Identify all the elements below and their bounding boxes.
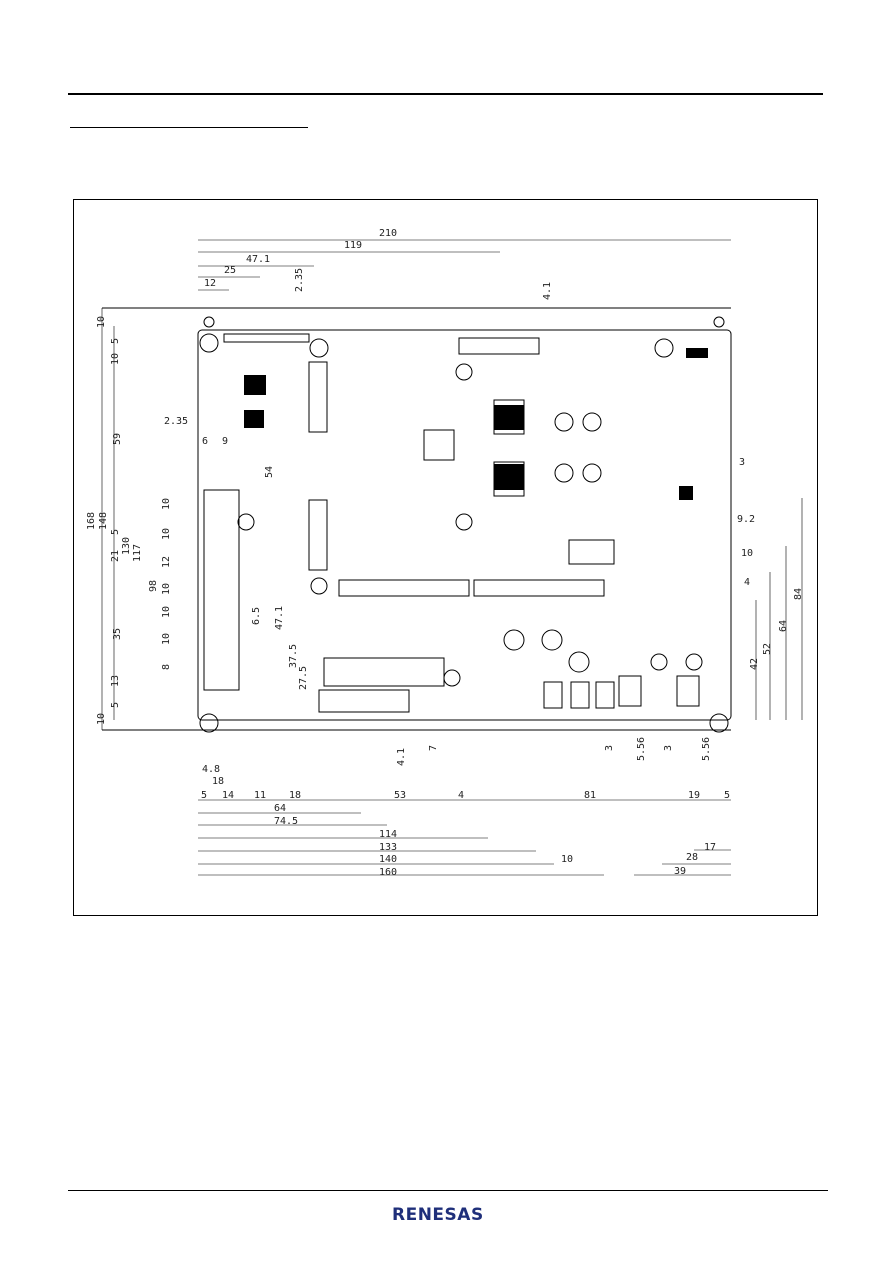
bottom-dimension-label: 140	[379, 854, 397, 865]
left-dimension-label: 35	[112, 628, 123, 640]
left-dimension-label: 98	[148, 580, 159, 592]
right-dimension-label: 10	[741, 548, 753, 559]
left-dimension-label: 5	[110, 338, 121, 344]
section-heading-underline	[70, 127, 308, 128]
bottom-dimension-label: 3	[604, 745, 615, 751]
top-dimension-label: 4.1	[542, 282, 553, 300]
bottom-dimension-label: 81	[584, 790, 596, 801]
bottom-dimension-label: 3	[663, 745, 674, 751]
bottom-dimension-label: 64	[274, 803, 286, 814]
left-dimension-label: 10	[161, 606, 172, 618]
bottom-dimension-label: 17	[704, 842, 716, 853]
bottom-dimension-label: 53	[394, 790, 406, 801]
right-dimension-label: 3	[739, 457, 745, 468]
bottom-dimension-label: 5.56	[636, 737, 647, 761]
right-dimension-label: 9.2	[737, 514, 755, 525]
top-dimension-label: 25	[224, 265, 236, 276]
left-dimension-label: 5	[110, 702, 121, 708]
bottom-dimension-label: 18	[289, 790, 301, 801]
left-dimension-label: 5	[110, 529, 121, 535]
header-rule	[68, 93, 823, 95]
bottom-dimension-label: 28	[686, 852, 698, 863]
pcb-board-outline	[197, 329, 732, 721]
right-dimension-label: 84	[793, 588, 804, 600]
left-dimension-label: 21	[110, 550, 121, 562]
bottom-dimension-label: 11	[254, 790, 266, 801]
left-dimension-label: 117	[132, 544, 143, 562]
left-dimension-label: 9	[222, 436, 228, 447]
left-dimension-label: 10	[161, 633, 172, 645]
left-dimension-label: 54	[264, 466, 275, 478]
top-dimension-label: 2.35	[294, 268, 305, 292]
bottom-dimension-label: 133	[379, 842, 397, 853]
bottom-dimension-label: 18	[212, 776, 224, 787]
bottom-dimension-label: 4	[458, 790, 464, 801]
left-dimension-label: 37.5	[288, 644, 299, 668]
footer-rule	[68, 1190, 828, 1191]
renesas-logo: RENESAS	[392, 1205, 502, 1227]
left-dimension-label: 12	[161, 556, 172, 568]
left-dimension-label: 2.35	[164, 416, 188, 427]
right-dimension-label: 42	[749, 658, 760, 670]
top-dimension-label: 210	[379, 228, 397, 239]
left-dimension-label: 148	[98, 512, 109, 530]
bottom-dimension-label: 5.56	[701, 737, 712, 761]
left-dimension-label: 13	[110, 675, 121, 687]
left-dimension-label: 10	[96, 713, 107, 725]
right-dimension-label: 64	[778, 620, 789, 632]
bottom-dimension-label: 19	[688, 790, 700, 801]
bottom-dimension-label: 5	[724, 790, 730, 801]
right-dimension-label: 4	[744, 577, 750, 588]
bottom-dimension-label: 114	[379, 829, 397, 840]
left-dimension-label: 168	[86, 512, 97, 530]
left-dimension-label: 10	[161, 528, 172, 540]
left-dimension-label: 10	[161, 583, 172, 595]
bottom-dimension-label: 4.8	[202, 764, 220, 775]
left-dimension-label: 6.5	[251, 607, 262, 625]
bottom-dimension-label: 14	[222, 790, 234, 801]
left-dimension-label: 8	[161, 664, 172, 670]
top-dimension-label: 47.1	[246, 254, 270, 265]
bottom-dimension-label: 74.5	[274, 816, 298, 827]
bottom-dimension-label: 160	[379, 867, 397, 878]
bottom-dimension-label: 4.1	[396, 748, 407, 766]
left-dimension-label: 47.1	[274, 606, 285, 630]
top-dimension-label: 12	[204, 278, 216, 289]
bottom-dimension-label: 39	[674, 866, 686, 877]
bottom-dimension-label: 7	[428, 745, 439, 751]
bottom-dimension-label: 5	[201, 790, 207, 801]
left-dimension-label: 10	[161, 498, 172, 510]
left-dimension-label: 10	[96, 316, 107, 328]
right-dimension-label: 52	[762, 643, 773, 655]
renesas-logo-text: RENESAS	[392, 1205, 484, 1225]
left-dimension-label: 6	[202, 436, 208, 447]
left-dimension-label: 27.5	[298, 666, 309, 690]
left-dimension-label: 59	[112, 433, 123, 445]
left-dimension-label: 130	[121, 537, 132, 555]
left-dimension-label: 10	[110, 353, 121, 365]
bottom-dimension-label: 10	[561, 854, 573, 865]
top-dimension-label: 119	[344, 240, 362, 251]
